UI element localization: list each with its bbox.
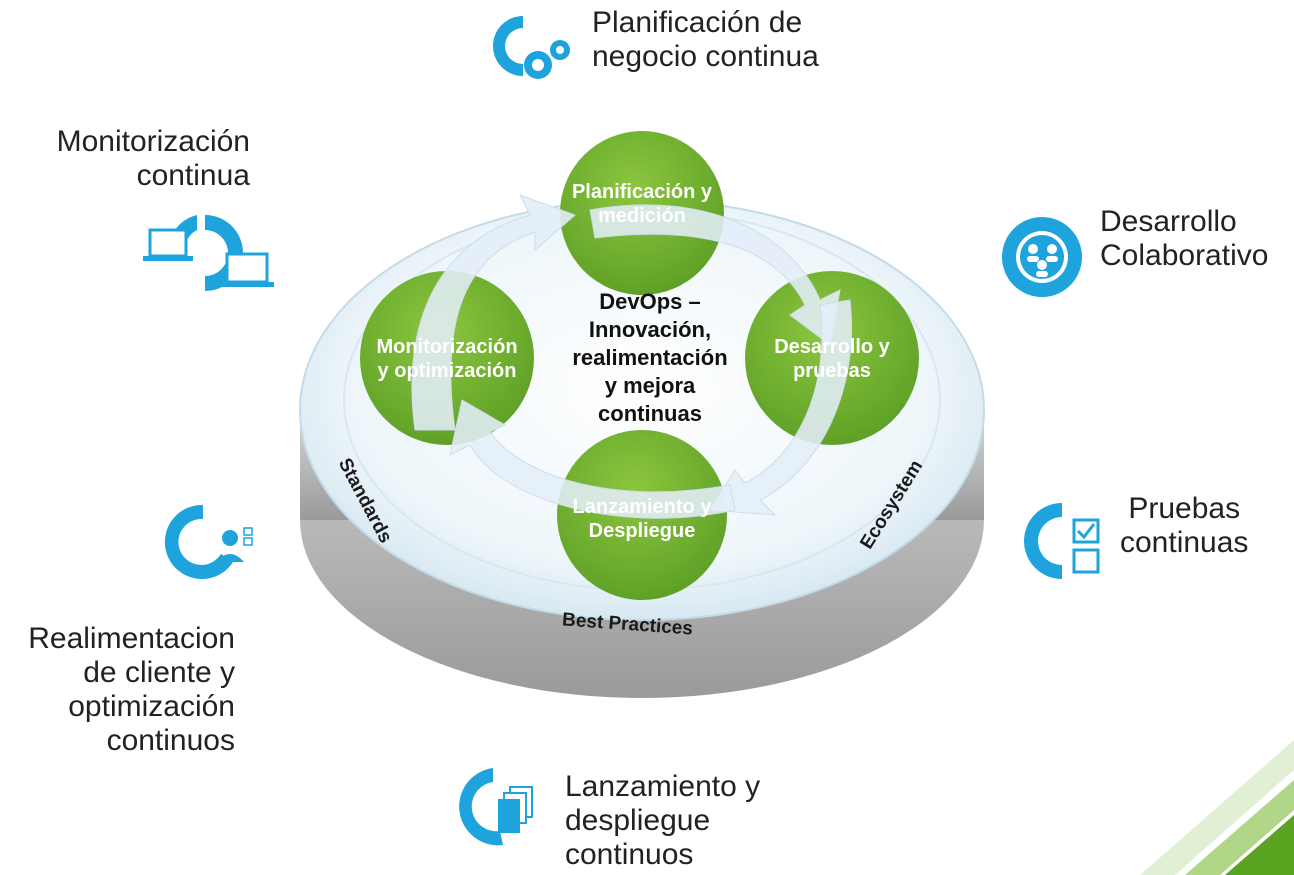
label-testing: Pruebas continuas — [1120, 492, 1249, 559]
checklist-icon — [1024, 503, 1100, 579]
people-icon — [1002, 217, 1082, 297]
circle-left-label: Monitorización y optimización — [376, 336, 518, 382]
laptops-icon — [143, 215, 274, 291]
center-title: DevOps – Innovación, realimentación y me… — [572, 289, 728, 426]
label-collab: Desarrollo Colaborativo — [1100, 205, 1269, 272]
decor-stripe-mid — [1185, 780, 1294, 875]
documents-icon — [459, 768, 533, 846]
circle-top-label: Planificación y medición — [571, 181, 713, 227]
decor-stripe-light — [1140, 740, 1294, 875]
label-feedback: Realimentacion de cliente y optimización… — [28, 622, 235, 757]
circle-right-label: Desarrollo y pruebas — [774, 336, 890, 382]
cycle-arrows — [411, 194, 852, 519]
person-check-icon — [164, 504, 253, 579]
label-monitoring: Monitorización continua — [56, 125, 250, 192]
label-release: Lanzamiento y despliegue continuos — [565, 770, 761, 871]
decor-stripe-dark — [1225, 815, 1294, 875]
circle-bottom-label: Lanzamiento y Despliegue — [572, 496, 712, 542]
gears-icon — [493, 16, 570, 79]
label-planning: Planificación de negocio continua — [592, 6, 819, 73]
